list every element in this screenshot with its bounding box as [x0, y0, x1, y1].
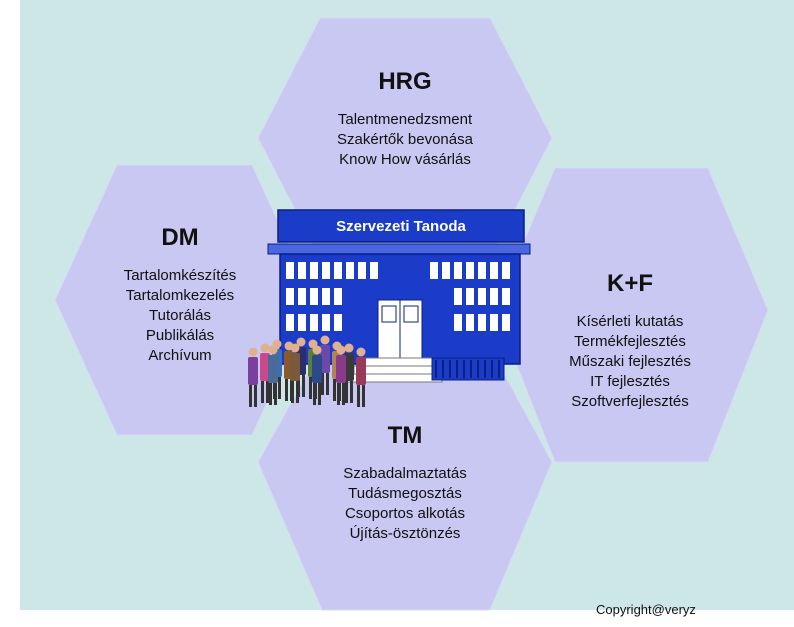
person-figure [248, 347, 258, 407]
person-figure [320, 335, 330, 395]
window [358, 262, 366, 279]
dm-block: DM Tartalomkészítés Tartalomkezelés Tuto… [90, 224, 270, 366]
school-label: Szervezeti Tanoda [336, 218, 466, 235]
window [454, 314, 462, 331]
window [286, 262, 294, 279]
window [466, 288, 474, 305]
dm-title: DM [161, 224, 199, 251]
building-cornice [267, 243, 531, 255]
window [478, 314, 486, 331]
window [334, 262, 342, 279]
person-figure [336, 345, 346, 405]
window [430, 262, 438, 279]
tm-item: Szabadalmaztatás [343, 465, 467, 482]
window [346, 262, 354, 279]
kf-item: Kísérleti kutatás [576, 313, 684, 330]
window [298, 314, 306, 331]
dm-item: Tutorálás [149, 307, 211, 324]
tm-item: Csoportos alkotás [344, 505, 466, 522]
dm-item: Archívum [148, 347, 212, 364]
window [286, 288, 294, 305]
copyright-text: Copyright@veryz [596, 602, 696, 617]
window [454, 288, 462, 305]
window [310, 288, 318, 305]
window [298, 288, 306, 305]
hrg-item: Szakértők bevonása [337, 131, 473, 148]
window [478, 262, 486, 279]
tm-item: Tudásmegosztás [348, 485, 462, 502]
school-sign [277, 209, 525, 243]
hrg-title: HRG [378, 68, 432, 95]
window [334, 288, 342, 305]
window [310, 314, 318, 331]
window [322, 262, 330, 279]
dm-item: Tartalomkezelés [125, 287, 235, 304]
window [502, 262, 510, 279]
people-group [248, 335, 366, 407]
window [322, 314, 330, 331]
window [466, 262, 474, 279]
hrg-item: Know How vásárlás [339, 151, 471, 168]
hrg-item: Talentmenedzsment [337, 111, 473, 128]
window [490, 288, 498, 305]
person-figure [356, 347, 366, 407]
window [490, 262, 498, 279]
dm-item: Publikálás [145, 327, 215, 344]
dm-item: Tartalomkészítés [123, 267, 237, 284]
window [502, 288, 510, 305]
kf-item: Termékfejlesztés [574, 333, 686, 350]
kf-title: K+F [606, 270, 653, 297]
window [454, 262, 462, 279]
window [370, 262, 378, 279]
window [490, 314, 498, 331]
window [478, 288, 486, 305]
window [286, 314, 294, 331]
kf-item: IT fejlesztés [590, 373, 670, 390]
tm-item: Újítás-ösztönzés [349, 525, 461, 542]
person-figure [290, 343, 300, 403]
building-windows [286, 262, 510, 331]
person-figure [344, 343, 354, 403]
person-figure [268, 345, 278, 405]
window [502, 314, 510, 331]
kf-block: K+F Kísérleti kutatás Termékfejlesztés M… [530, 270, 730, 412]
kf-item: Szoftverfejlesztés [571, 393, 689, 410]
kf-item: Műszaki fejlesztés [569, 353, 691, 370]
window [322, 288, 330, 305]
building-steps [361, 357, 439, 367]
school-building: Szervezeti Tanoda [267, 209, 531, 383]
window [334, 314, 342, 331]
tm-title: TM [387, 422, 423, 449]
window [310, 262, 318, 279]
person-figure [312, 345, 322, 405]
window [442, 262, 450, 279]
window [298, 262, 306, 279]
hrg-block: HRG Talentmenedzsment Szakértők bevonása… [300, 68, 510, 170]
person-figure [260, 343, 270, 403]
tm-block: TM Szabadalmaztatás Tudásmegosztás Csopo… [305, 422, 505, 544]
window [466, 314, 474, 331]
